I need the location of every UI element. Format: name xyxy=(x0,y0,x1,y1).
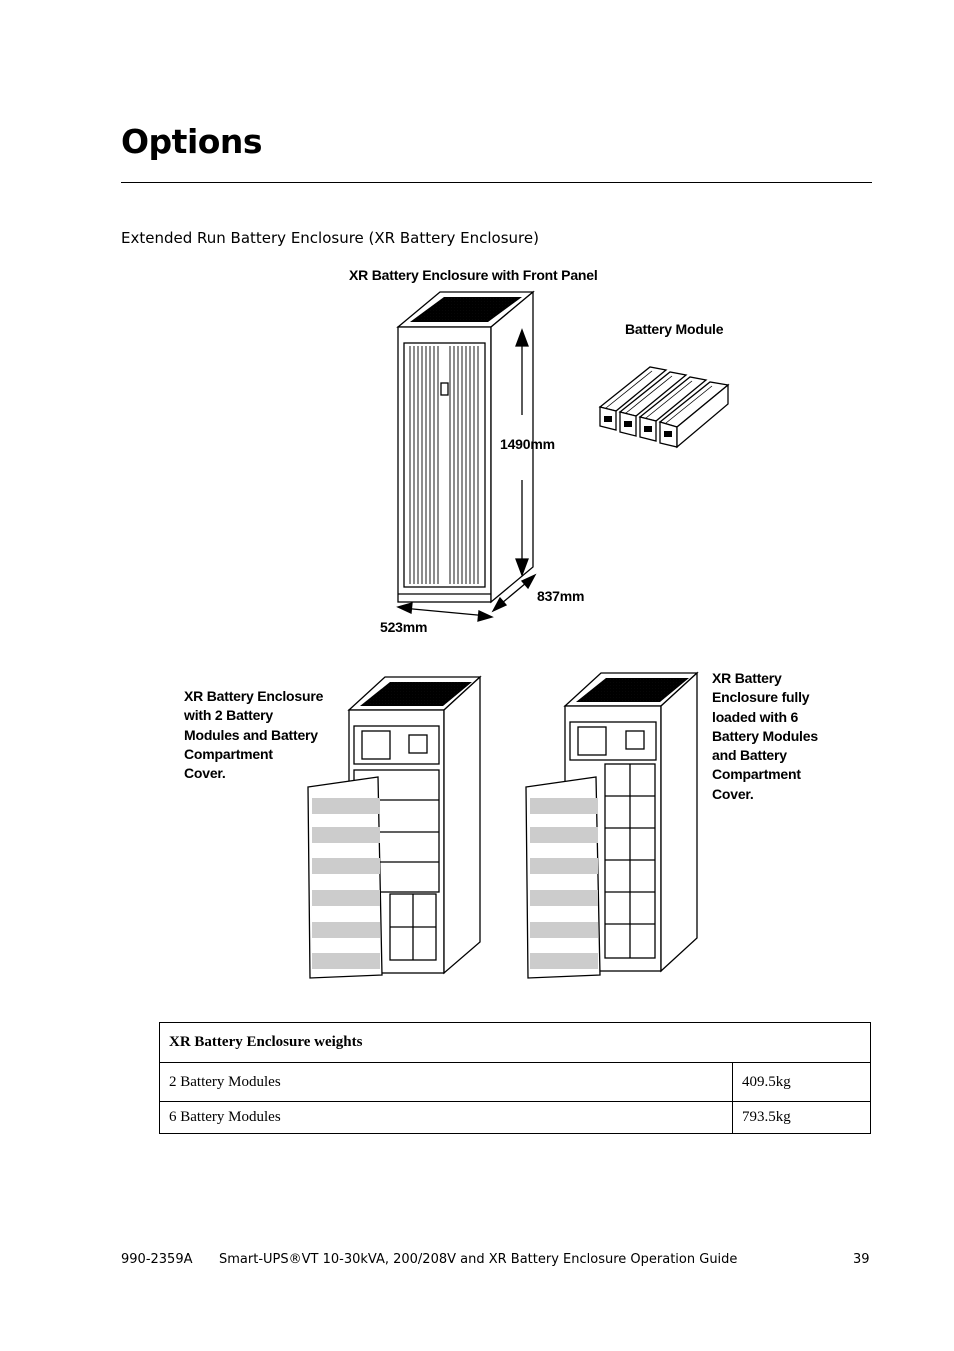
xr-enclosure-2-modules-drawing xyxy=(307,675,482,979)
table-cell-value: 793.5kg xyxy=(732,1101,871,1134)
footer-doc-number: 990-2359A xyxy=(121,1252,193,1267)
weights-table: XR Battery Enclosure weights 2 Battery M… xyxy=(159,1022,871,1134)
title-divider xyxy=(121,182,872,183)
footer-page-number: 39 xyxy=(853,1252,870,1267)
enclosure-illustrations xyxy=(307,290,730,979)
footer-doc-title: Smart-UPS®VT 10-30kVA, 200/208V and XR B… xyxy=(219,1252,738,1267)
battery-module-drawing xyxy=(598,366,730,449)
table-header: XR Battery Enclosure weights xyxy=(159,1022,871,1063)
height-dimension-label: 1490mm xyxy=(500,436,555,452)
figure-caption-front-panel: XR Battery Enclosure with Front Panel xyxy=(349,267,598,283)
table-cell-label: 2 Battery Modules xyxy=(159,1062,733,1102)
xr-enclosure-6-modules-drawing xyxy=(525,671,699,979)
two-modules-label: XR Battery Enclosure with 2 Battery Modu… xyxy=(184,688,324,782)
depth-dimension-label: 837mm xyxy=(537,588,585,604)
table-header-row: XR Battery Enclosure weights xyxy=(159,1022,871,1063)
xr-enclosure-front-panel-drawing xyxy=(396,290,537,622)
page-title: Options xyxy=(121,122,263,161)
section-heading: Extended Run Battery Enclosure (XR Batte… xyxy=(121,229,539,247)
six-modules-label: XR Battery Enclosure fully loaded with 6… xyxy=(712,670,818,802)
table-row: 2 Battery Modules 409.5kg xyxy=(159,1062,871,1102)
width-dimension-label: 523mm xyxy=(380,619,428,635)
table-cell-value: 409.5kg xyxy=(732,1062,871,1102)
table-cell-label: 6 Battery Modules xyxy=(159,1101,733,1134)
table-row: 6 Battery Modules 793.5kg xyxy=(159,1101,871,1134)
battery-module-label: Battery Module xyxy=(625,321,724,337)
